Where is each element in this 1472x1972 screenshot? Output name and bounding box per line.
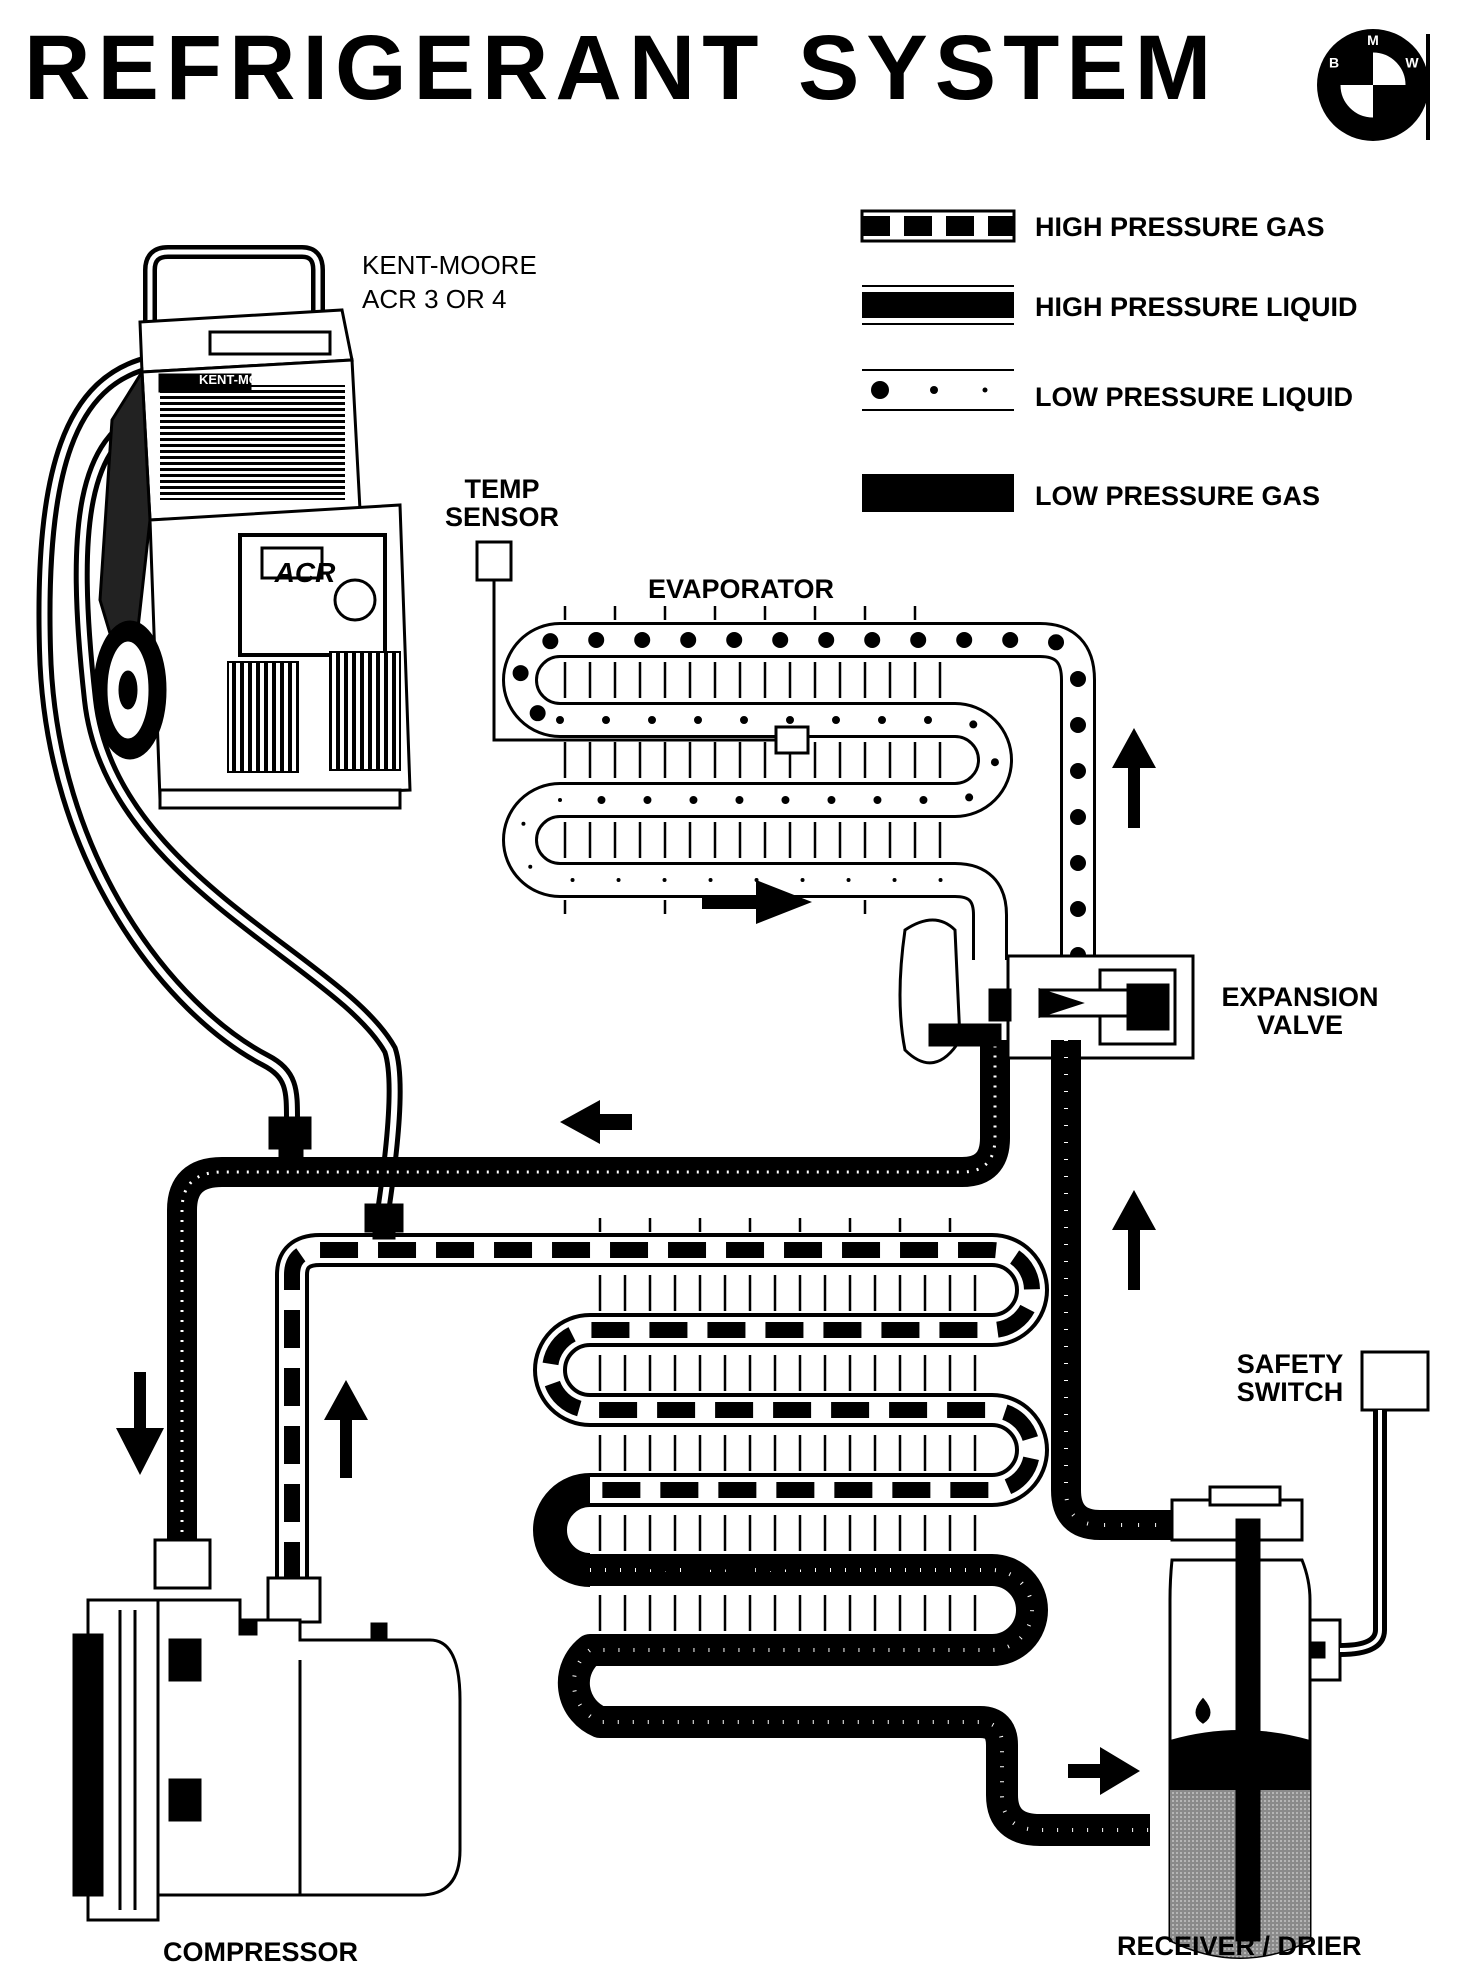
machine-brand-plate: KENT-MOORE <box>199 372 287 387</box>
receiver-drier <box>1168 1485 1342 1959</box>
compressor-label: COMPRESSOR <box>163 1937 359 1967</box>
legend-swatches <box>860 209 1016 512</box>
condenser-label: CONDENSER <box>640 1561 813 1591</box>
arrow-receiver-right <box>1068 1747 1140 1795</box>
arrow-liquid-up-upper <box>1112 728 1156 828</box>
legend-low-pressure-gas-swatch <box>862 474 1014 512</box>
temp-sensor <box>475 540 810 755</box>
arrow-liquid-up-lower <box>1112 1190 1156 1290</box>
condenser-fins <box>598 1218 980 1633</box>
legend-low-pressure-liquid-swatch <box>862 369 1014 411</box>
arrow-suction-left <box>560 1100 632 1144</box>
expansion-valve-label-line1: EXPANSION <box>1221 982 1379 1012</box>
legend-high-pressure-gas-swatch <box>860 209 1016 243</box>
legend-high-pressure-liquid-swatch <box>862 285 1014 325</box>
expansion-valve-label-line2: VALVE <box>1256 1010 1343 1041</box>
high-pressure-liquid-line <box>1051 1040 1200 1540</box>
arrow-suction-down <box>116 1372 164 1475</box>
evaporator-coil <box>502 622 1096 963</box>
page-title: REFRIGERANT SYSTEM <box>24 17 1219 119</box>
kent-moore-machine <box>93 245 412 810</box>
suction-service-port <box>268 1116 312 1162</box>
bmw-logo-letter: B <box>1329 55 1339 71</box>
discharge-service-port <box>364 1203 404 1240</box>
arrow-evaporator-right <box>702 880 812 924</box>
expansion-valve-label: EXPANSION VALVE <box>1200 983 1400 1040</box>
condenser-liquid-return <box>534 1474 1150 1846</box>
legend-label-high-pressure-gas: HIGH PRESSURE GAS <box>1035 212 1325 242</box>
arrow-discharge-up <box>324 1380 368 1478</box>
flow-arrows <box>116 728 1156 1795</box>
expansion-valve <box>898 918 1195 1065</box>
machine-label-line2: ACR 3 OR 4 <box>362 284 507 314</box>
evaporator-label: EVAPORATOR <box>648 574 835 604</box>
legend-label-low-pressure-liquid: LOW PRESSURE LIQUID <box>1035 382 1354 412</box>
machine-panel-logo: ACR <box>274 557 336 588</box>
safety-switch-label-line1: SAFETY <box>1236 1349 1344 1379</box>
bmw-logo-letter: W <box>1405 55 1419 71</box>
bmw-logo <box>1317 29 1430 141</box>
compressor <box>72 1538 462 1922</box>
legend-label-high-pressure-liquid: HIGH PRESSURE LIQUID <box>1035 292 1358 322</box>
bmw-logo-letter: M <box>1367 32 1379 48</box>
temp-sensor-label-line2: SENSOR <box>444 502 560 533</box>
service-hoses <box>36 354 403 1213</box>
temp-sensor-label-line1: TEMP <box>464 474 540 504</box>
machine-label-line1: KENT-MOORE <box>362 250 537 280</box>
safety-switch <box>1339 1350 1430 1657</box>
temp-sensor-label: TEMP SENSOR <box>442 475 562 532</box>
low-pressure-gas-line <box>167 1040 1010 1542</box>
safety-switch-label: SAFETY SWITCH <box>1225 1350 1355 1407</box>
legend-label-low-pressure-gas: LOW PRESSURE GAS <box>1035 481 1321 511</box>
safety-switch-label-line2: SWITCH <box>1236 1377 1344 1408</box>
receiver-drier-label: RECEIVER / DRIER <box>1117 1931 1362 1961</box>
